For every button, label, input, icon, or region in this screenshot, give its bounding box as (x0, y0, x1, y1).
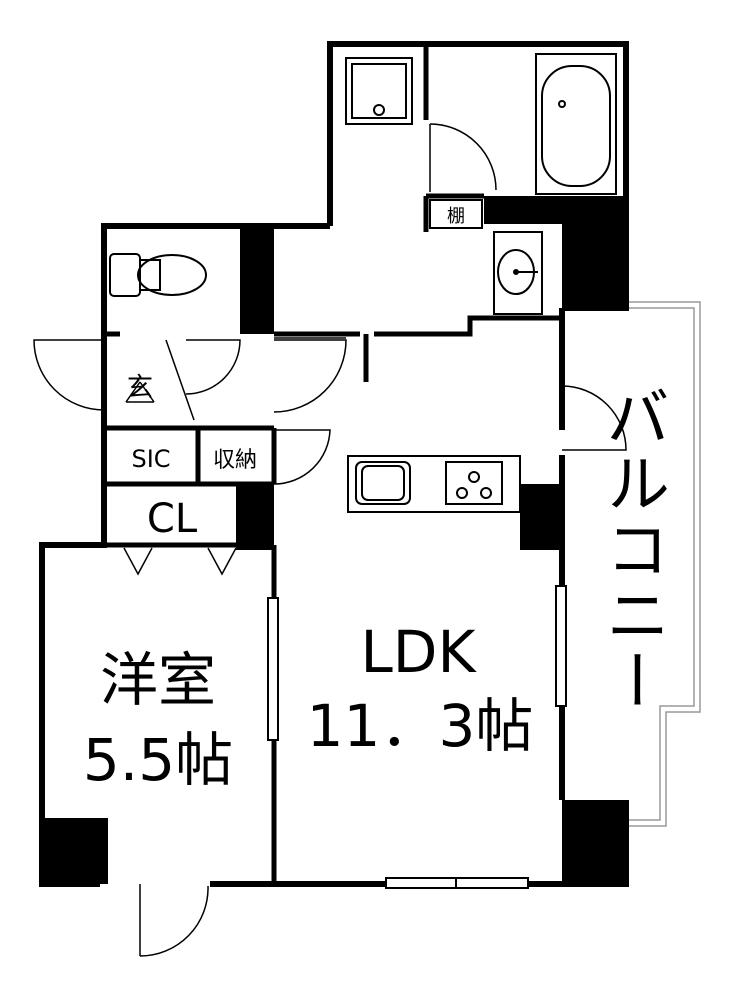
column-kitchen-right (520, 484, 562, 550)
washing-machine-pan (345, 57, 413, 125)
bathtub (535, 53, 617, 195)
closet-doors (123, 547, 237, 576)
column-blocks (42, 196, 626, 884)
balcony-door (561, 385, 627, 451)
label-balcony: バルコニー (595, 384, 669, 714)
entrance-doors (33, 337, 347, 421)
label-storage: 収納 (213, 448, 257, 473)
label-entrance: 玄 (127, 373, 153, 403)
label-ldk-name: LDK (360, 618, 477, 686)
wall-bath-bottom (484, 196, 562, 224)
column-bath-right (562, 196, 626, 308)
storage-door (273, 429, 331, 485)
washroom-door (429, 123, 497, 192)
label-sic: SIC (131, 445, 170, 473)
room-labels: 洋室 5.5帖 LDK 11．3帖 玄 SIC 収納 CL 棚 バルコニー (83, 206, 669, 794)
column-toilet-right (240, 226, 274, 334)
shelf-box (429, 199, 483, 229)
toilet (109, 253, 207, 297)
exterior-door (139, 884, 209, 957)
label-shelf: 棚 (447, 206, 465, 227)
wash-basin (493, 231, 543, 315)
column-closet-right (236, 484, 274, 550)
column-bottom-right (562, 800, 626, 884)
label-western-name: 洋室 (100, 646, 216, 714)
label-closet: CL (147, 496, 198, 542)
stove (445, 461, 503, 505)
kitchen-sink (355, 461, 411, 505)
column-bottom-left (42, 818, 108, 884)
label-western-size: 5.5帖 (83, 726, 233, 794)
balcony-outline (562, 301, 701, 827)
label-ldk-size: 11．3帖 (307, 692, 534, 760)
kitchen-counter (347, 455, 521, 513)
windows (267, 585, 567, 889)
